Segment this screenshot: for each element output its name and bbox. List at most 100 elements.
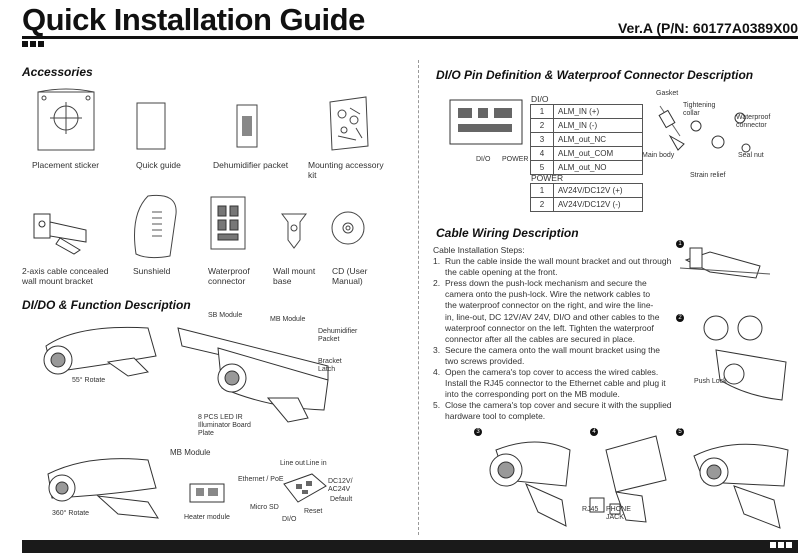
step-number — [433, 312, 445, 323]
cd-icon — [331, 211, 365, 245]
mb-module-heading: MB Module — [170, 448, 211, 457]
line-in-label: Line in — [306, 460, 327, 467]
pin-value: ALM_IN (-) — [553, 118, 643, 133]
dehumidifier-label: Dehumidifier Packet — [318, 328, 358, 343]
connector-board-icon — [449, 99, 523, 145]
page-title: Quick Installation Guide — [22, 2, 365, 37]
mb-module-label: MB Module — [270, 316, 306, 323]
img-dio-label: DI/O — [476, 156, 491, 163]
step4-figure — [589, 435, 667, 523]
screws-icon — [329, 96, 369, 151]
accessory-label: Quick guide — [136, 160, 181, 170]
step-text: Press down the push-lock mechanism and s… — [445, 278, 647, 289]
wiring-intro: Cable Installation Steps: — [433, 245, 525, 255]
sunshield-icon — [134, 194, 177, 259]
accessory-label: Wall mount base — [273, 266, 316, 286]
wiring-steps: Cable Installation Steps: 1.Run the cabl… — [433, 245, 683, 423]
pin-value: AV24V/DC12V (-) — [553, 197, 643, 212]
step3-figure — [489, 441, 571, 527]
wiring-step-line: 1.Run the cable inside the wall mount br… — [433, 256, 683, 267]
wiring-heading: Cable Wiring Description — [436, 226, 579, 240]
connector-icon — [210, 196, 246, 250]
step-text: two screws provided. — [445, 355, 525, 366]
step-text: Open the camera's top cover to access th… — [445, 367, 659, 378]
accessory-label: Sunshield — [133, 266, 171, 276]
rotate-360-label: 360° Rotate — [52, 510, 90, 517]
wiring-step-line: into the corresponding port on the MB mo… — [433, 389, 683, 400]
step-badge: 3 — [474, 428, 482, 436]
wiring-step-line: in, line-out, DC 12V/AV 24V, DI/O and ot… — [433, 312, 683, 323]
waterproof-connector-diagram — [658, 105, 751, 153]
wiring-step-line: camera onto the push-lock. Wire the netw… — [433, 289, 683, 300]
step-text: Secure the camera onto the wall mount br… — [445, 344, 660, 355]
dio-table-label: DI/O — [531, 94, 549, 104]
camera-55-icon — [43, 326, 157, 377]
wiring-step-line: hardware tool to complete. — [433, 411, 683, 422]
pin-value: ALM_out_NO — [553, 160, 643, 175]
footer-squares — [770, 542, 792, 548]
pin-number: 3 — [530, 132, 554, 147]
img-power-label: POWER — [502, 156, 529, 163]
header-squares — [22, 41, 44, 47]
wiring-step-line: waterproof connector on the left. Tighte… — [433, 323, 683, 334]
accessory-label: 2-axis cable concealed wall mount bracke… — [22, 266, 109, 286]
wiring-step-line: two screws provided. — [433, 356, 683, 367]
step-number: 5. — [433, 400, 441, 411]
guide-icon — [136, 102, 166, 150]
step-badge: 4 — [590, 428, 598, 436]
wiring-step-line: Install the RJ45 connector to the Ethern… — [433, 378, 683, 389]
default-label: Default — [330, 496, 353, 503]
pin-number: 1 — [530, 104, 554, 119]
dc12-label: DC12V/ AC24V — [328, 478, 353, 493]
camera-open-icon — [177, 327, 329, 423]
accessory-label: Dehumidifier packet — [213, 160, 289, 170]
strain-relief-label: Strain relief — [690, 172, 726, 179]
main-body-label: Main body — [642, 152, 675, 159]
pin-value: ALM_out_COM — [553, 146, 643, 161]
step-number — [433, 334, 445, 345]
heater-module-icon — [189, 483, 225, 503]
step-number — [433, 267, 445, 278]
power-table-label: POWER — [531, 173, 564, 183]
step-text: Install the RJ45 connector to the Ethern… — [445, 378, 666, 389]
push-lock-label: Push Lock — [694, 378, 727, 385]
wiring-step-line: connector after all the cables are secur… — [433, 334, 683, 345]
sticker-icon — [37, 88, 95, 151]
line-out-label: Line out — [280, 460, 305, 467]
step-number: 2. — [433, 278, 441, 289]
step-badge: 2 — [676, 314, 684, 322]
sb-module-label: SB Module — [208, 312, 243, 319]
step-badge: 5 — [676, 428, 684, 436]
pin-number: 4 — [530, 146, 554, 161]
accessory-label: Mounting accessory kit — [308, 160, 384, 180]
step-text: the cable opening at the front. — [445, 267, 558, 278]
ethernet-label: Ethernet / PoE — [238, 476, 284, 483]
dido-label: DI/O — [282, 516, 297, 523]
step-number — [433, 411, 445, 422]
step5-figure — [693, 443, 789, 529]
pin-value: AV24V/DC12V (+) — [553, 183, 643, 198]
bracket-latch-label: Bracket Latch — [318, 358, 342, 373]
step-text: waterproof connector on the left. Tighte… — [445, 322, 654, 333]
step-number — [433, 300, 445, 311]
step-text: in, line-out, DC 12V/AV 24V, DI/O and ot… — [445, 311, 660, 322]
wiring-step-line: 3.Secure the camera onto the wall mount … — [433, 345, 683, 356]
header-rule — [22, 36, 798, 39]
step-text: Run the cable inside the wall mount brac… — [445, 256, 672, 267]
phone-jack-label: PHONE JACK — [606, 506, 631, 521]
step-number — [433, 356, 445, 367]
rj45-label: RJ45 — [582, 506, 599, 513]
rotate-55-label: 55° Rotate — [72, 377, 106, 384]
mb-board-icon — [283, 473, 327, 503]
step-text: connector after all the cables are secur… — [445, 333, 635, 344]
step-text: Close the camera's top cover and secure … — [445, 400, 672, 411]
reset-label: Reset — [304, 508, 323, 515]
pin-number: 1 — [530, 183, 554, 198]
step-number — [433, 289, 445, 300]
step-text: hardware tool to complete. — [445, 411, 546, 422]
